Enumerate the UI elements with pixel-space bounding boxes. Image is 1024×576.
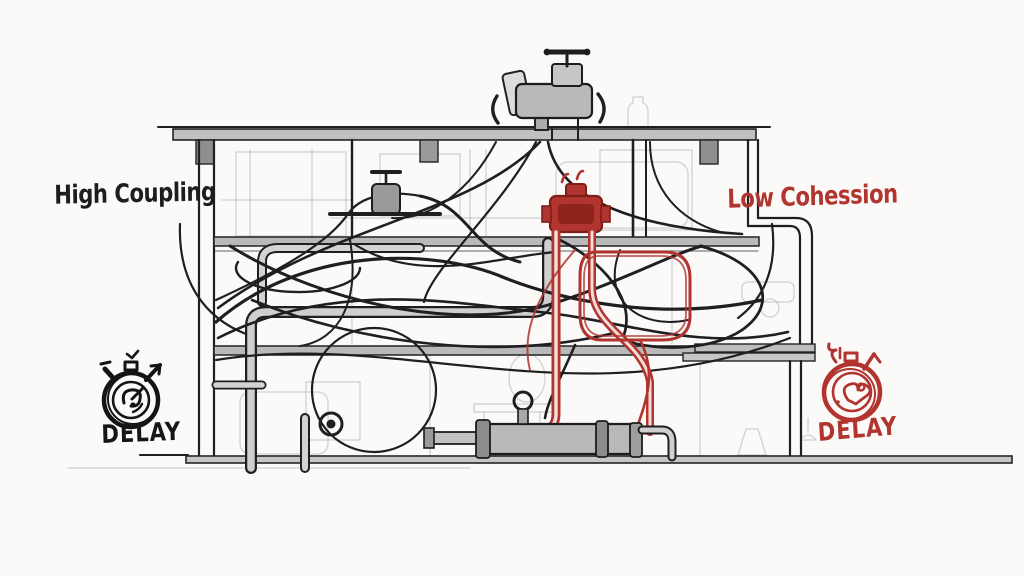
rooftop-pump-assembly — [491, 48, 606, 141]
motion-arc-right — [596, 92, 606, 124]
building-structure — [67, 126, 1013, 469]
high-coupling-label: High Coupling — [54, 176, 216, 211]
wall-valve — [328, 170, 442, 216]
low-cohession-leader-line — [736, 222, 775, 320]
leader-lines — [178, 222, 775, 336]
delay-stopwatch-icon-right — [821, 342, 883, 423]
low-cohession-label: Low Cohession — [727, 178, 899, 215]
faint-sketch-layer — [221, 96, 817, 456]
high-coupling-leader-line — [178, 222, 248, 336]
tangled-pipes — [214, 140, 792, 420]
thick-pipes — [211, 237, 554, 474]
delay-label-left: DELAY — [101, 417, 182, 450]
motion-arc-left — [491, 94, 500, 125]
ground-pump-assembly — [310, 326, 677, 462]
delay-stopwatch-icon-left — [99, 349, 162, 430]
